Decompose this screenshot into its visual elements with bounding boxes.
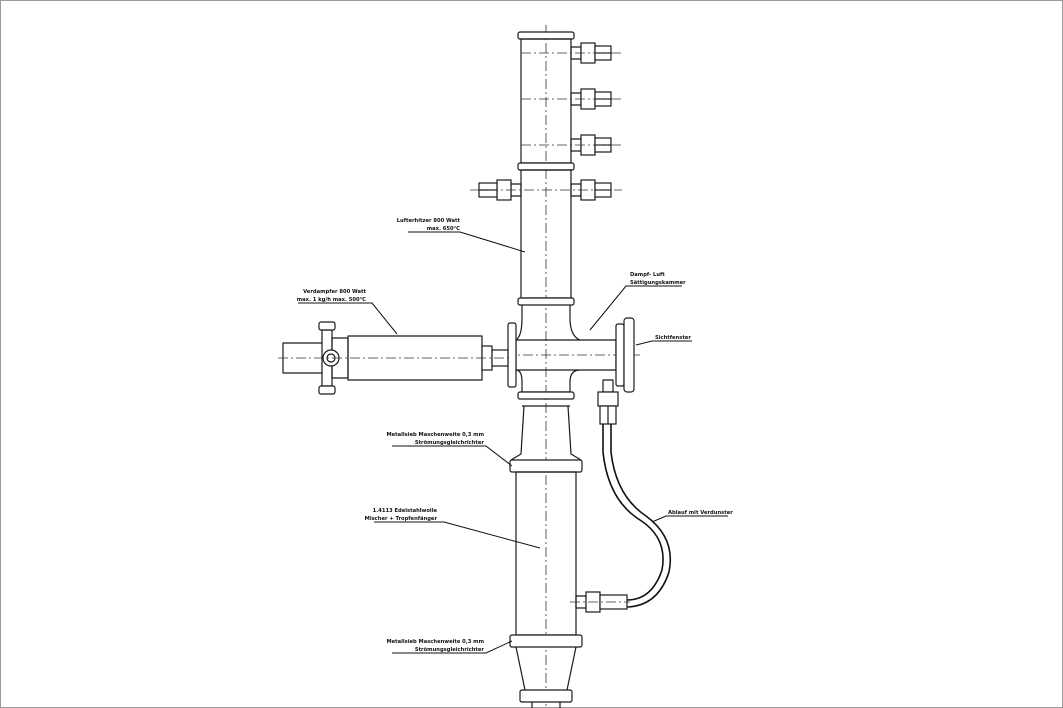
label-edelstahl-2: Mischer + Tropfenfänger	[365, 516, 438, 522]
mixer-fitting	[570, 591, 630, 613]
drain-hose	[602, 424, 672, 608]
label-verdampfer-1: Verdampfer 800 Watt	[303, 289, 366, 295]
label-lufterhitzer-1: Lufterhitzer 800 Watt	[397, 218, 461, 224]
fitting-left-1	[478, 179, 522, 201]
drain-fitting	[597, 379, 619, 425]
sight-glass-flange	[615, 323, 625, 387]
bottom-flange	[519, 689, 573, 703]
leader-sichtfenster	[635, 340, 692, 346]
leader-sieb-oben	[392, 445, 513, 467]
lower-reducer	[515, 646, 577, 691]
label-sieb-oben-1: Metallsieb Maschenweite 0,3 mm	[386, 432, 484, 438]
label-sieb-unten-2: Strömungsgleichrichter	[415, 647, 485, 653]
label-ablauf: Ablauf mit Verdunster	[668, 510, 733, 516]
left-chamber-flange	[507, 322, 517, 388]
sight-glass	[623, 317, 635, 393]
label-sieb-oben-2: Strömungsgleichrichter	[415, 440, 485, 446]
label-edelstahl-1: 1.4113 Edelstahlwolle	[373, 508, 438, 514]
leader-kammer	[589, 285, 682, 331]
leader-edelstahl	[374, 521, 541, 549]
leader-sieb-unten	[392, 640, 513, 654]
upper-sieve-flange	[509, 459, 583, 473]
label-sichtfenster: Sichtfenster	[655, 335, 691, 341]
leader-verdampfer	[298, 302, 398, 335]
air-heater-pipe	[517, 169, 575, 306]
lower-sieve-flange	[509, 634, 583, 648]
upper-reducer	[510, 405, 582, 461]
leader-ablauf	[651, 515, 728, 523]
label-kammer-1: Dampf- Luft	[630, 272, 665, 278]
label-sieb-unten-1: Metallsieb Maschenweite 0,3 mm	[386, 639, 484, 645]
evaporator	[278, 321, 510, 395]
label-kammer-2: Sättigungskammer	[630, 280, 686, 286]
leader-lufterhitzer	[408, 231, 526, 253]
label-verdampfer-2: max. 1 kg/h max. 500°C	[297, 297, 366, 303]
top-pipe-segment	[517, 31, 575, 171]
label-lufterhitzer-2: max. 650°C	[427, 226, 460, 232]
